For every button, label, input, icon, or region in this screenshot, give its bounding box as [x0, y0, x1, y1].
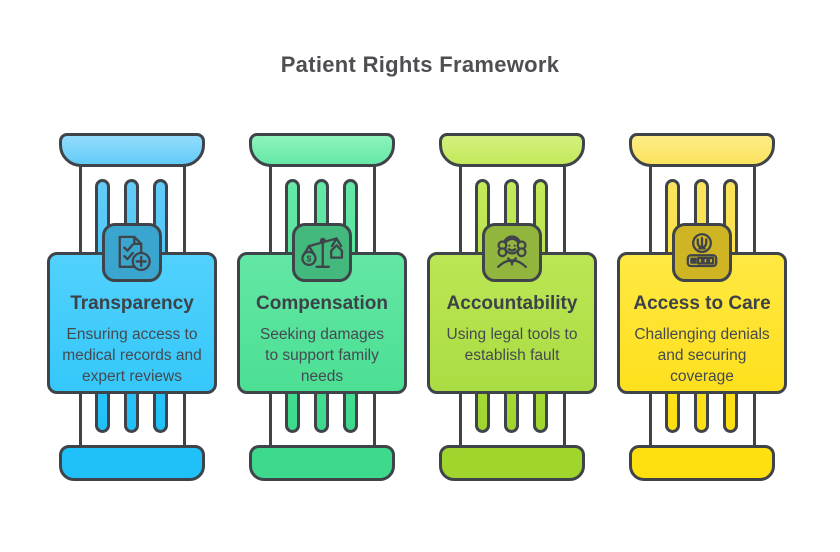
pillar-accountability: Accountability Using legal tools to esta… [417, 133, 607, 485]
icon-badge: $ [292, 223, 352, 282]
column-capital [439, 133, 585, 167]
icon-badge [672, 223, 732, 282]
column-base [439, 445, 585, 481]
pillar-heading: Compensation [256, 293, 388, 314]
document-check-plus-icon [118, 235, 151, 271]
icon-badge [102, 223, 162, 282]
pillar-description: Ensuring access to medical records and e… [62, 326, 202, 386]
pillar-description: Challenging denials and securing coverag… [634, 326, 770, 386]
column-base [59, 445, 205, 481]
psi-medication-strip-icon [686, 232, 718, 267]
pillar-description: Seeking damages to support family needs [259, 326, 385, 386]
pillar-transparency: Transparency Ensuring access to medical … [37, 133, 227, 485]
column-capital [59, 133, 205, 167]
pillar-access-to-care: Access to Care Challenging denials and s… [607, 133, 797, 485]
page-title: Patient Rights Framework [280, 52, 560, 77]
icon-badge [482, 223, 542, 282]
pillar-heading: Access to Care [633, 293, 771, 314]
svg-text:$: $ [307, 253, 312, 263]
pillar-heading: Transparency [70, 293, 194, 314]
column-capital [629, 133, 775, 167]
judge-wig-icon [497, 234, 527, 268]
pillar-compensation: Compensation Seeking damages to support … [227, 133, 417, 485]
column-base [249, 445, 395, 481]
pillar-heading: Accountability [446, 293, 578, 314]
pillar-description: Using legal tools to establish fault [446, 326, 578, 365]
balance-scale-dollar-house-icon: $ [301, 236, 344, 268]
column-capital [249, 133, 395, 167]
column-base [629, 445, 775, 481]
